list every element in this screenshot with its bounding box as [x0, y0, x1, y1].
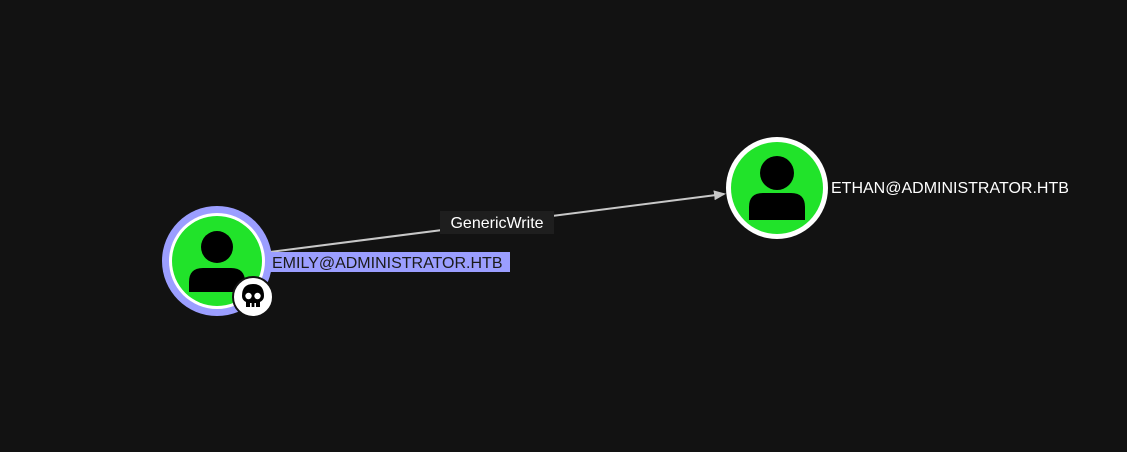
edge-label[interactable]: GenericWrite	[450, 215, 543, 232]
edge-label-background	[440, 211, 554, 234]
node-label-emily[interactable]: EMILY@ADMINISTRATOR.HTB	[272, 255, 502, 272]
skull-icon	[232, 276, 274, 318]
node-emily[interactable]: EMILY@ADMINISTRATOR.HTB	[162, 206, 510, 318]
node-ethan[interactable]: ETHAN@ADMINISTRATOR.HTB	[726, 137, 1069, 239]
edge-genericwrite[interactable]: GenericWrite	[269, 190, 726, 253]
node-label-background	[269, 252, 510, 272]
user-icon	[749, 156, 805, 220]
user-icon	[189, 231, 245, 292]
node-label-ethan[interactable]: ETHAN@ADMINISTRATOR.HTB	[831, 180, 1069, 197]
